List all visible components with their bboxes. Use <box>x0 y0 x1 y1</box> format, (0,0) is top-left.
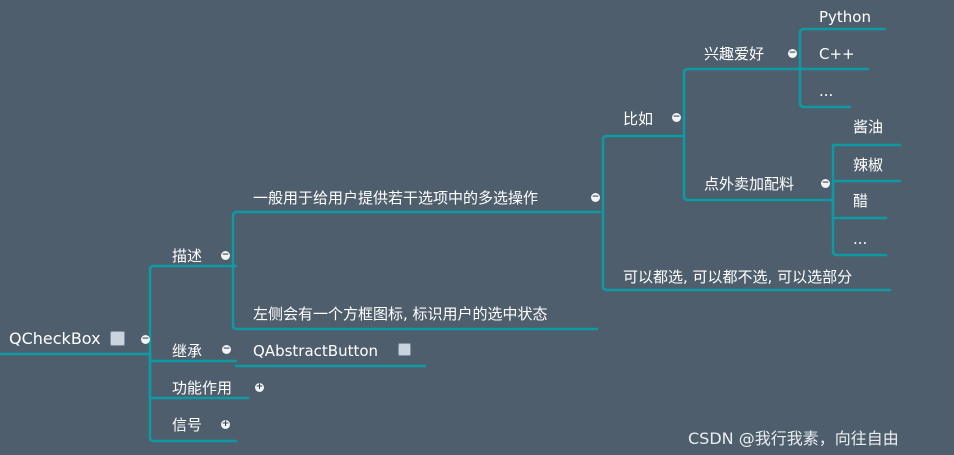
expand-icon[interactable]: + <box>255 382 264 392</box>
node-takeout-item[interactable]: 酱油 <box>853 118 884 136</box>
node-hobby[interactable]: 兴趣爱好 <box>704 45 765 63</box>
node-hobby-item[interactable]: ... <box>819 82 834 100</box>
watermark: CSDN @我行我素，向往自由 <box>688 429 899 448</box>
node-hobby-item[interactable]: C++ <box>819 45 855 63</box>
node-takeout-item[interactable]: ... <box>853 230 868 248</box>
node-desc-icon[interactable]: 左侧会有一个方框图标, 标识用户的选中状态 <box>253 305 548 323</box>
node-hobby-item[interactable]: Python <box>819 8 871 26</box>
node-inherit[interactable]: 继承 <box>172 342 203 360</box>
collapse-icon[interactable]: − <box>141 334 150 344</box>
node-eg[interactable]: 比如 <box>623 110 654 128</box>
node-inherit-class[interactable]: QAbstractButton <box>253 342 379 360</box>
collapse-icon[interactable]: − <box>591 192 600 202</box>
node-signal[interactable]: 信号 <box>172 416 203 434</box>
collapse-icon[interactable]: − <box>788 48 797 58</box>
file-note-icon <box>110 331 125 346</box>
collapse-icon[interactable]: − <box>821 178 830 188</box>
link-icon <box>398 343 411 356</box>
node-takeout-item[interactable]: 辣椒 <box>853 156 884 174</box>
expand-icon[interactable]: + <box>221 419 230 429</box>
root-node-label[interactable]: QCheckBox <box>9 329 101 348</box>
node-can-select[interactable]: 可以都选, 可以都不选, 可以选部分 <box>623 268 853 286</box>
collapse-icon[interactable]: − <box>672 112 681 122</box>
collapse-icon[interactable]: − <box>221 250 230 260</box>
node-takeout[interactable]: 点外卖加配料 <box>704 175 795 193</box>
node-desc[interactable]: 描述 <box>172 247 203 265</box>
node-desc-general[interactable]: 一般用于给用户提供若干选项中的多选操作 <box>253 189 539 207</box>
node-function[interactable]: 功能作用 <box>172 379 233 397</box>
collapse-icon[interactable]: − <box>222 344 231 354</box>
node-takeout-item[interactable]: 醋 <box>853 192 869 210</box>
